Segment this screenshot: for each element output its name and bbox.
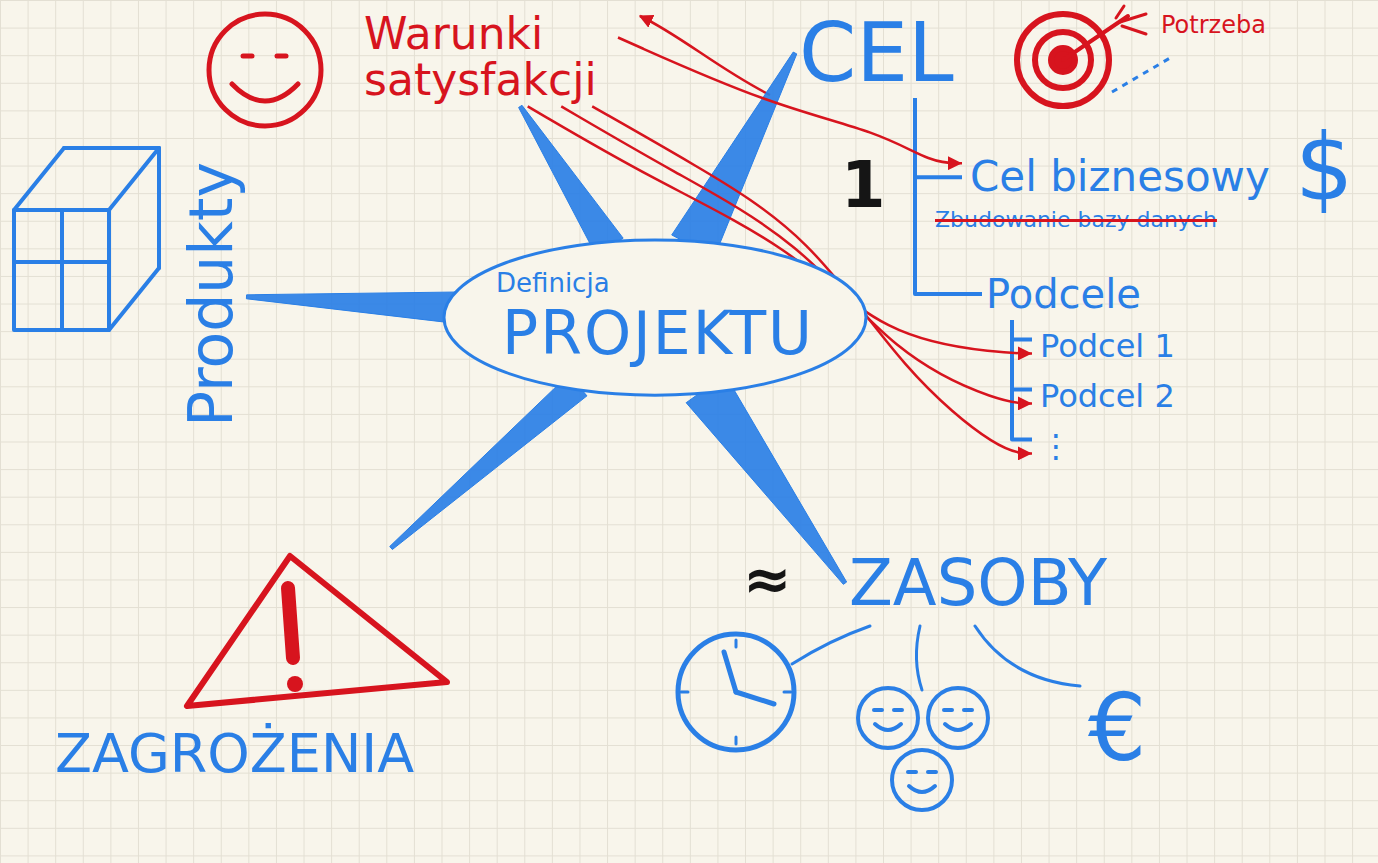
box-edge [64, 146, 159, 150]
tree-connector [1012, 320, 1032, 389]
node-text: Podcele [986, 271, 1141, 317]
tree-connector [1012, 320, 1032, 339]
topic-label: Produkty [178, 162, 247, 427]
node-text: Cel biznesowy [970, 153, 1270, 201]
box-edge [109, 148, 159, 210]
subgoal-label: Podcel 2 [1032, 375, 1179, 418]
goal-label: Cel biznesowy [962, 150, 1273, 204]
box-edge [157, 148, 161, 268]
smiley-icon [209, 14, 321, 126]
target-ring [1035, 32, 1091, 88]
person-face [928, 688, 988, 748]
people-icon [858, 688, 988, 810]
target-arrow [1120, 14, 1146, 22]
target-arrow [1122, 26, 1146, 34]
warning-outline [187, 556, 447, 706]
clock-hand [724, 652, 736, 692]
person-eye [964, 708, 972, 712]
currency-symbol: € [1085, 678, 1150, 779]
target-arrow [1063, 16, 1128, 60]
mind-map-branch [672, 52, 797, 257]
smiley-eye [243, 54, 252, 59]
person-eye [894, 708, 902, 712]
label-anchor: ≈ [740, 548, 795, 612]
box-front [14, 210, 109, 330]
smiley-eye [277, 54, 286, 59]
person-face [892, 750, 952, 810]
node-text: PROJEKTU [502, 300, 814, 366]
subgoal-label: ⋮ [1032, 425, 1076, 468]
person-eye [944, 708, 952, 712]
target-icon [1017, 6, 1146, 106]
tree-connector [915, 98, 962, 177]
mind-map-branch [519, 105, 624, 255]
box-edge [14, 260, 109, 264]
person-mouth [945, 724, 971, 730]
leader-line [792, 626, 870, 664]
node-text: Podcel 2 [1040, 378, 1175, 415]
warning-triangle [55, 548, 455, 718]
topic-label: ZASOBY [845, 545, 1111, 621]
label-anchor: Zbudowanie bazy danych [932, 208, 1220, 232]
leader-line [916, 626, 922, 690]
callout-number: 1 [838, 150, 889, 220]
person-mouth [875, 724, 901, 730]
box-icon [14, 148, 159, 330]
node-text: Produkty [178, 162, 247, 427]
node-text: Warunki satysfakcji [364, 11, 614, 103]
clock-tick [784, 691, 791, 694]
clock-tick [681, 691, 688, 694]
currency-symbol: $ [1292, 118, 1357, 219]
cloud-outline-path [444, 240, 866, 395]
person-face [858, 688, 918, 748]
target-arrow [1116, 6, 1124, 18]
clock-face [678, 634, 794, 750]
subgoal-label: Podcel 1 [1032, 325, 1179, 368]
clock-tick [735, 737, 738, 744]
topic-label: CEL [795, 8, 958, 98]
person-eye [928, 770, 936, 774]
exclamation-bar [288, 588, 293, 658]
label-anchor: 1 [838, 150, 889, 220]
clock-hand [736, 692, 774, 704]
box-edge [14, 148, 64, 210]
dashed-leader [1112, 58, 1170, 92]
label-anchor: $ [1292, 118, 1357, 219]
mind-map-branch [246, 292, 461, 324]
node-text: ZAGROŻENIA [55, 723, 455, 785]
person-eye [874, 708, 882, 712]
person-mouth [909, 786, 935, 792]
topic-label: Warunki satysfakcji [360, 8, 618, 106]
clock-icon [678, 634, 794, 750]
box-edge [60, 210, 64, 330]
goal-label: Podcele [982, 268, 1145, 320]
label-anchor: € [1085, 678, 1150, 779]
target-bullseye [1051, 48, 1075, 72]
mind-map-branch [390, 375, 587, 550]
target-ring [1017, 14, 1109, 106]
resource-leaders [792, 626, 1080, 690]
box-edge [109, 268, 159, 330]
struck-note: Zbudowanie bazy danych [932, 208, 1220, 232]
note-label: Potrzeba [1158, 12, 1269, 38]
person-eye [908, 770, 916, 774]
smiley-mouth [232, 84, 298, 101]
label-anchor: Potrzeba [1158, 12, 1269, 38]
node-text: ⋮ [1040, 428, 1072, 465]
node-text: Podcel 1 [1040, 328, 1175, 365]
warning-topic: ZAGROŻENIA [55, 548, 455, 785]
leader-line [975, 626, 1080, 686]
tree-connector [1012, 320, 1032, 439]
approx-symbol: ≈ [740, 548, 795, 612]
exclamation-dot [287, 676, 303, 692]
clock-tick [735, 640, 738, 647]
loose-arrow [640, 16, 770, 95]
smiley-face [209, 14, 321, 126]
node-text: ZASOBY [849, 548, 1107, 618]
node-text: CEL [799, 12, 954, 94]
node-text: Definicja [496, 268, 814, 299]
central-cloud: DefinicjaPROJEKTU [442, 238, 868, 397]
